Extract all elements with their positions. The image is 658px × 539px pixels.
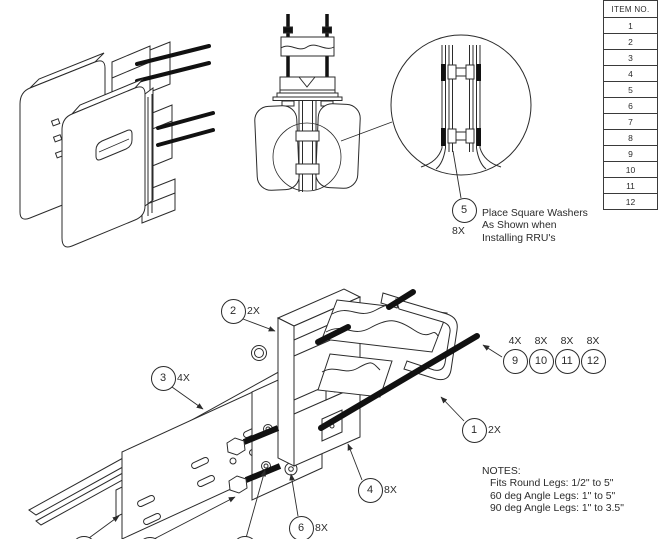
item-no-cell: 12 bbox=[603, 193, 658, 210]
item-no-header: ITEM NO. bbox=[603, 0, 658, 18]
balloon-4: 4 bbox=[357, 477, 383, 503]
notes-block: NOTES: Fits Round Legs: 1/2" to 5" 60 de… bbox=[482, 466, 624, 515]
table-row: 1 bbox=[603, 17, 658, 34]
balloon-qty-6: 8X bbox=[315, 522, 328, 534]
balloon-11: 11 bbox=[554, 348, 580, 374]
balloon-qty-1: 2X bbox=[488, 424, 501, 436]
table-row: 6 bbox=[603, 97, 658, 114]
balloon-qty-5: 8X bbox=[452, 225, 465, 237]
item-no-cell: 11 bbox=[603, 177, 658, 194]
balloon-qty-9: 4X bbox=[508, 335, 522, 347]
balloon-qty-11: 8X bbox=[560, 335, 574, 347]
item-no-cell: 10 bbox=[603, 161, 658, 178]
notes-line-2: 60 deg Angle Legs: 1" to 5" bbox=[490, 490, 616, 502]
front-view-art bbox=[254, 14, 393, 192]
item-no-cell: 9 bbox=[603, 145, 658, 162]
leader-lines bbox=[75, 150, 503, 539]
balloon-5: 5 bbox=[451, 197, 477, 223]
table-row: 3 bbox=[603, 49, 658, 66]
table-row: 7 bbox=[603, 113, 658, 130]
balloon-qty-2: 2X bbox=[247, 305, 260, 317]
balloon-6: 6 bbox=[288, 515, 314, 539]
table-row: 12 bbox=[603, 193, 658, 210]
table-row: 5 bbox=[603, 81, 658, 98]
balloon-qty-10: 8X bbox=[534, 335, 548, 347]
table-header-row: ITEM NO. bbox=[603, 0, 658, 18]
item-no-cell: 7 bbox=[603, 113, 658, 130]
washer-note: Place Square Washers As Shown when Insta… bbox=[482, 208, 588, 245]
table-row: 9 bbox=[603, 145, 658, 162]
table-row: 8 bbox=[603, 129, 658, 146]
balloon-10: 10 bbox=[528, 348, 554, 374]
item-no-cell: 1 bbox=[603, 17, 658, 34]
balloon-qty-12: 8X bbox=[586, 335, 600, 347]
item-no-cell: 3 bbox=[603, 49, 658, 66]
table-row: 11 bbox=[603, 177, 658, 194]
item-no-cell: 8 bbox=[603, 129, 658, 146]
balloon-12: 12 bbox=[580, 348, 606, 374]
table-row: 10 bbox=[603, 161, 658, 178]
item-no-cell: 5 bbox=[603, 81, 658, 98]
balloon-1: 1 bbox=[461, 417, 487, 443]
balloon-qty-4: 8X bbox=[384, 484, 397, 496]
balloon-9: 9 bbox=[502, 348, 528, 374]
item-no-cell: 4 bbox=[603, 65, 658, 82]
notes-line-3: 90 deg Angle Legs: 1" to 3.5" bbox=[490, 502, 624, 514]
table-row: 4 bbox=[603, 65, 658, 82]
table-row: 2 bbox=[603, 33, 658, 50]
item-no-cell: 6 bbox=[603, 97, 658, 114]
balloon-qty-3: 4X bbox=[177, 372, 190, 384]
notes-title: NOTES: bbox=[482, 466, 521, 477]
washer-note-line-2: As Shown when bbox=[482, 220, 557, 232]
iso-view-art bbox=[19, 41, 215, 248]
balloon-3: 3 bbox=[150, 365, 176, 391]
exploded-view-art bbox=[28, 288, 480, 539]
item-no-cell: 2 bbox=[603, 33, 658, 50]
balloon-2: 2 bbox=[220, 298, 246, 324]
washer-note-line-1: Place Square Washers bbox=[482, 208, 588, 219]
detail-view-art bbox=[390, 34, 532, 176]
washer-note-line-3: Installing RRU's bbox=[482, 232, 556, 244]
notes-line-1: Fits Round Legs: 1/2" to 5" bbox=[490, 478, 614, 490]
